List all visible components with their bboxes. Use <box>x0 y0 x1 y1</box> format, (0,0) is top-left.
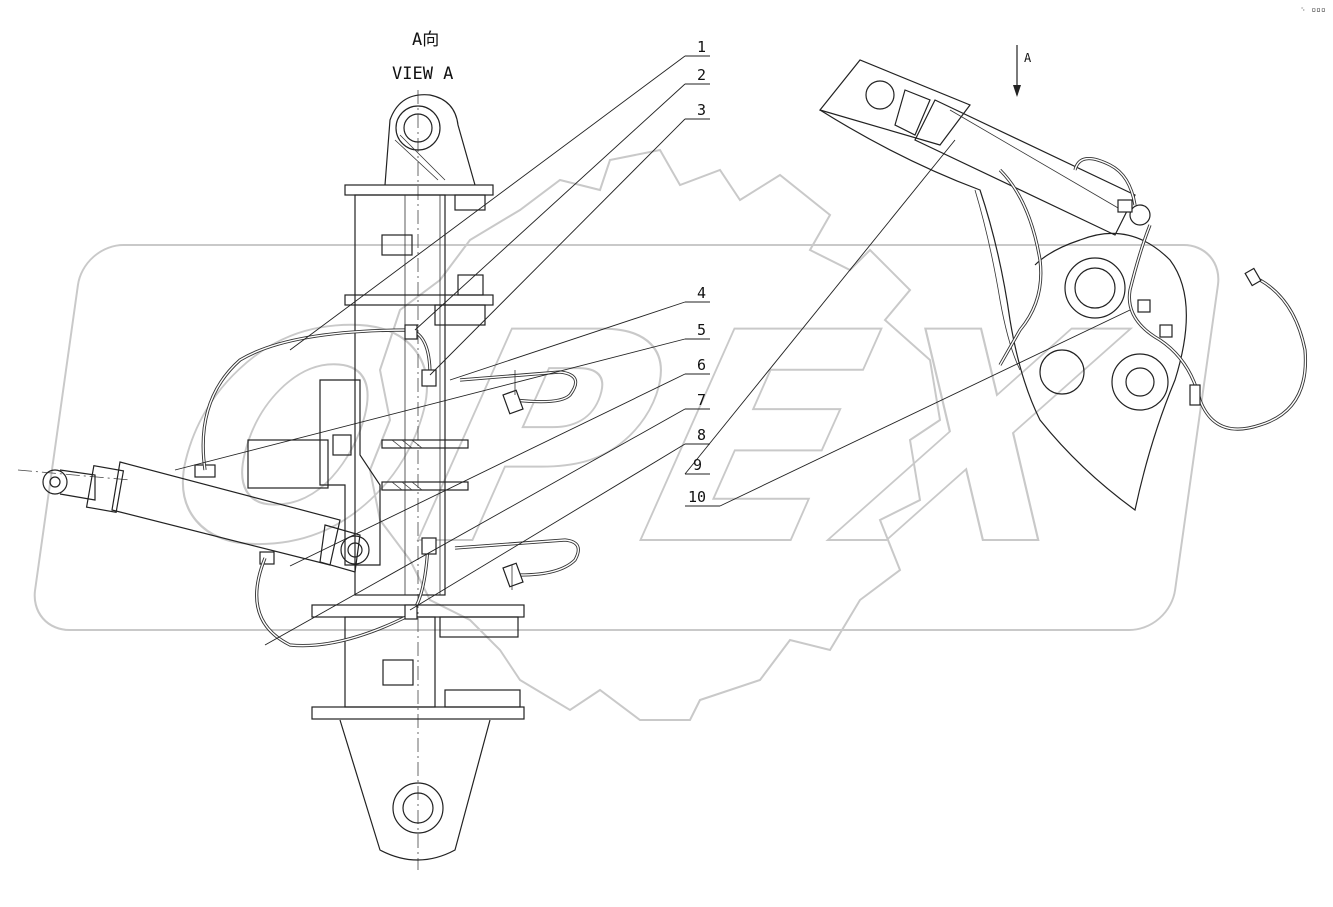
mid-plate-1 <box>344 294 494 306</box>
lower-pin <box>1039 349 1085 395</box>
callout-3: 3 <box>697 101 706 119</box>
lower-pivot-outer <box>1111 353 1169 411</box>
callout-2: 2 <box>697 66 706 84</box>
callout-10: 10 <box>688 488 706 506</box>
hose-external <box>1127 224 1308 431</box>
hoses-right <box>998 157 1308 431</box>
boom-pivot-outer <box>1064 257 1126 319</box>
direction-arrow-label: A <box>1024 51 1032 65</box>
top-lug <box>384 94 476 186</box>
callout-8: 8 <box>697 426 706 444</box>
swivel-plate-2 <box>381 481 469 491</box>
bottom-lug <box>339 719 491 861</box>
cylinder-pivot <box>340 535 370 565</box>
callout-4: 4 <box>697 284 706 302</box>
view-title-cn: A向 <box>412 30 439 50</box>
bottom-plate <box>311 706 525 720</box>
callout-7: 7 <box>697 391 706 409</box>
mast-body <box>354 194 446 596</box>
lower-pivot-inner <box>1125 367 1155 397</box>
callout-9: 9 <box>693 456 702 474</box>
watermark-frame <box>33 244 1220 631</box>
watermark-logo: OPEX <box>33 148 1220 721</box>
boom-side-view <box>818 59 1187 512</box>
fitting-lower <box>421 537 437 555</box>
boom-cylinder-left <box>17 461 370 573</box>
boom-arm <box>819 109 1187 512</box>
direction-arrow-a: A <box>1013 45 1032 97</box>
callout-1: 1 <box>697 38 706 56</box>
rod-eye <box>42 469 68 495</box>
callout-numbers: 1 2 3 4 5 6 7 8 9 10 <box>688 38 706 506</box>
boom-pivot-inner <box>1074 267 1116 309</box>
callout-5: 5 <box>697 321 706 339</box>
mast-assembly <box>247 90 525 870</box>
cylinder-head-block <box>818 59 971 146</box>
callout-leaders <box>174 55 1131 646</box>
callout-6: 6 <box>697 356 706 374</box>
hoses-left <box>201 324 580 648</box>
swivel-plate-1 <box>381 439 469 449</box>
top-plate <box>344 184 494 196</box>
corner-mark: ␌ ▫▫▫ <box>1300 5 1326 14</box>
view-title-en: VIEW A <box>392 64 453 84</box>
top-pin-hole <box>395 105 441 151</box>
side-cylinder-barrel <box>914 99 1136 236</box>
fitting-upper <box>421 369 437 387</box>
bottom-pin-hole <box>392 782 444 834</box>
view-a-title: A向 VIEW A <box>392 30 453 84</box>
